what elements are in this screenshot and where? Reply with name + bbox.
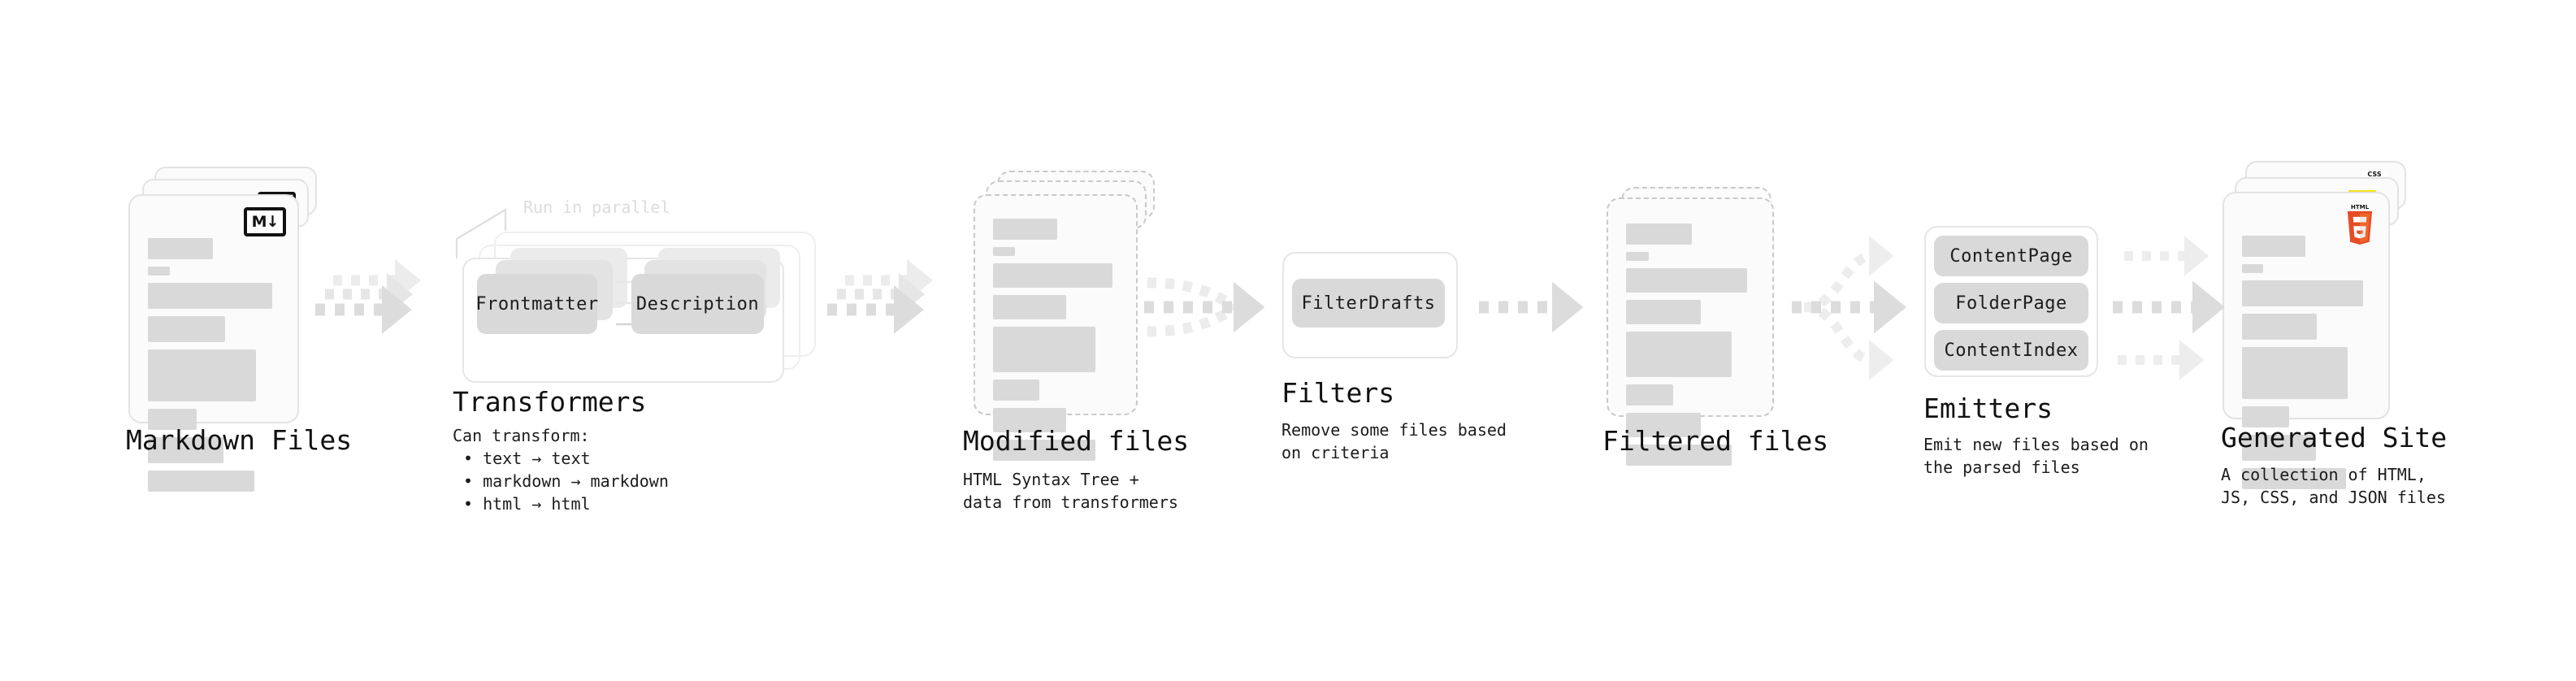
- stage-title-markdown-files: Markdown Files: [126, 424, 353, 456]
- skeleton-bar: [993, 219, 1057, 240]
- skeleton-bar: [148, 283, 272, 309]
- skeleton-bar: [2242, 406, 2290, 427]
- skeleton-bar: [2242, 435, 2316, 461]
- emitter-pill-folderpage[interactable]: FolderPage: [1934, 283, 2088, 323]
- skeleton-bar: [993, 295, 1067, 319]
- skeleton-bar: [1626, 300, 1702, 324]
- filtered-file-card-front: [1607, 197, 1774, 466]
- stage-subtitle-generated-site: A collection of HTML, JS, CSS, and JSON …: [2221, 465, 2446, 508]
- emitter-pill-folderpage-label: FolderPage: [1955, 293, 2067, 314]
- svg-text:HTML: HTML: [2351, 203, 2370, 210]
- skeleton-bar: [2242, 314, 2318, 340]
- stage-title-emitters: Emitters: [1923, 393, 2053, 424]
- skeleton-bar: [148, 437, 223, 463]
- skeleton-bar: [993, 263, 1112, 288]
- run-in-parallel-bracket: [455, 208, 507, 258]
- skeleton-bar: [1626, 445, 1732, 466]
- html5-icon: HTML: [2343, 203, 2377, 245]
- connector-filtered-to-emitters: [1792, 236, 1906, 380]
- skeleton-bar: [148, 349, 256, 401]
- skeleton-bar: [148, 238, 213, 259]
- skeleton-bar: [1626, 332, 1732, 377]
- stage-title-transformers: Transformers: [453, 386, 647, 418]
- connector-emitters-to-site: [2113, 236, 2225, 380]
- skeleton-bar: [993, 327, 1096, 372]
- skeleton-bar: [2242, 347, 2348, 399]
- document-skeleton: [2242, 236, 2374, 497]
- markdown-icon: M↓: [244, 207, 286, 236]
- stage-subtitle-filters: Remove some files based on criteria: [1281, 420, 1507, 463]
- skeleton-bar: [2242, 236, 2305, 257]
- skeleton-bar: [1626, 223, 1692, 245]
- stage-subtitle-transformers: Can transform:: [453, 426, 590, 445]
- skeleton-bar: [2242, 468, 2346, 489]
- skeleton-bar: [993, 408, 1067, 432]
- skeleton-bar: [2242, 280, 2364, 306]
- stage-title-generated-site: Generated Site: [2221, 422, 2448, 453]
- skeleton-bar: [148, 267, 170, 275]
- run-in-parallel-label: Run in parallel: [523, 197, 670, 217]
- document-skeleton: [993, 219, 1121, 468]
- skeleton-bar: [993, 247, 1015, 256]
- transformers-bullet-0: • text → text: [463, 449, 591, 468]
- stage-subtitle-modified-files: HTML Syntax Tree + data from transformer…: [963, 470, 1178, 513]
- connector-filters-to-filtered: [1479, 281, 1584, 333]
- transformer-pill-description[interactable]: Description: [631, 274, 764, 334]
- skeleton-bar: [1626, 384, 1674, 406]
- skeleton-bar: [1626, 268, 1748, 293]
- filter-pill-filterdrafts-label: FilterDrafts: [1301, 293, 1436, 314]
- connector-transformers-to-modified: [827, 259, 933, 334]
- stage-title-filters: Filters: [1281, 377, 1395, 409]
- skeleton-bar: [2242, 264, 2263, 273]
- emitter-pill-contentpage[interactable]: ContentPage: [1934, 236, 2088, 276]
- connector-md-to-transformers: [315, 259, 421, 334]
- stage-subtitle-emitters: Emit new files based on the parsed files: [1923, 435, 2149, 478]
- skeleton-bar: [993, 380, 1039, 401]
- emitter-pill-contentindex-label: ContentIndex: [1944, 340, 2079, 361]
- connector-modified-to-filters: [1144, 277, 1265, 337]
- filter-pill-filterdrafts[interactable]: FilterDrafts: [1292, 279, 1445, 327]
- document-skeleton: [1626, 223, 1758, 473]
- markdown-file-card-front: M↓: [128, 194, 299, 492]
- transformers-bullet-2: • html → html: [463, 494, 591, 514]
- site-file-card-front: HTML: [2223, 192, 2390, 489]
- stage-title-filtered-files: Filtered files: [1602, 425, 1829, 457]
- document-skeleton: [148, 238, 283, 499]
- emitter-pill-contentpage-label: ContentPage: [1949, 245, 2073, 267]
- modified-file-card-front: [974, 194, 1138, 461]
- skeleton-bar: [993, 440, 1096, 461]
- skeleton-bar: [1626, 413, 1702, 437]
- stage-title-modified-files: Modified files: [963, 425, 1190, 457]
- skeleton-bar: [148, 409, 197, 430]
- transformers-bullet-1: • markdown → markdown: [463, 471, 669, 491]
- skeleton-bar: [148, 316, 225, 342]
- transformer-pill-frontmatter[interactable]: Frontmatter: [475, 274, 599, 334]
- skeleton-bar: [148, 471, 255, 492]
- transformer-pill-frontmatter-label: Frontmatter: [475, 293, 599, 314]
- skeleton-bar: [1626, 252, 1649, 261]
- transformer-pill-description-label: Description: [635, 293, 760, 314]
- emitter-pill-contentindex[interactable]: ContentIndex: [1934, 330, 2088, 371]
